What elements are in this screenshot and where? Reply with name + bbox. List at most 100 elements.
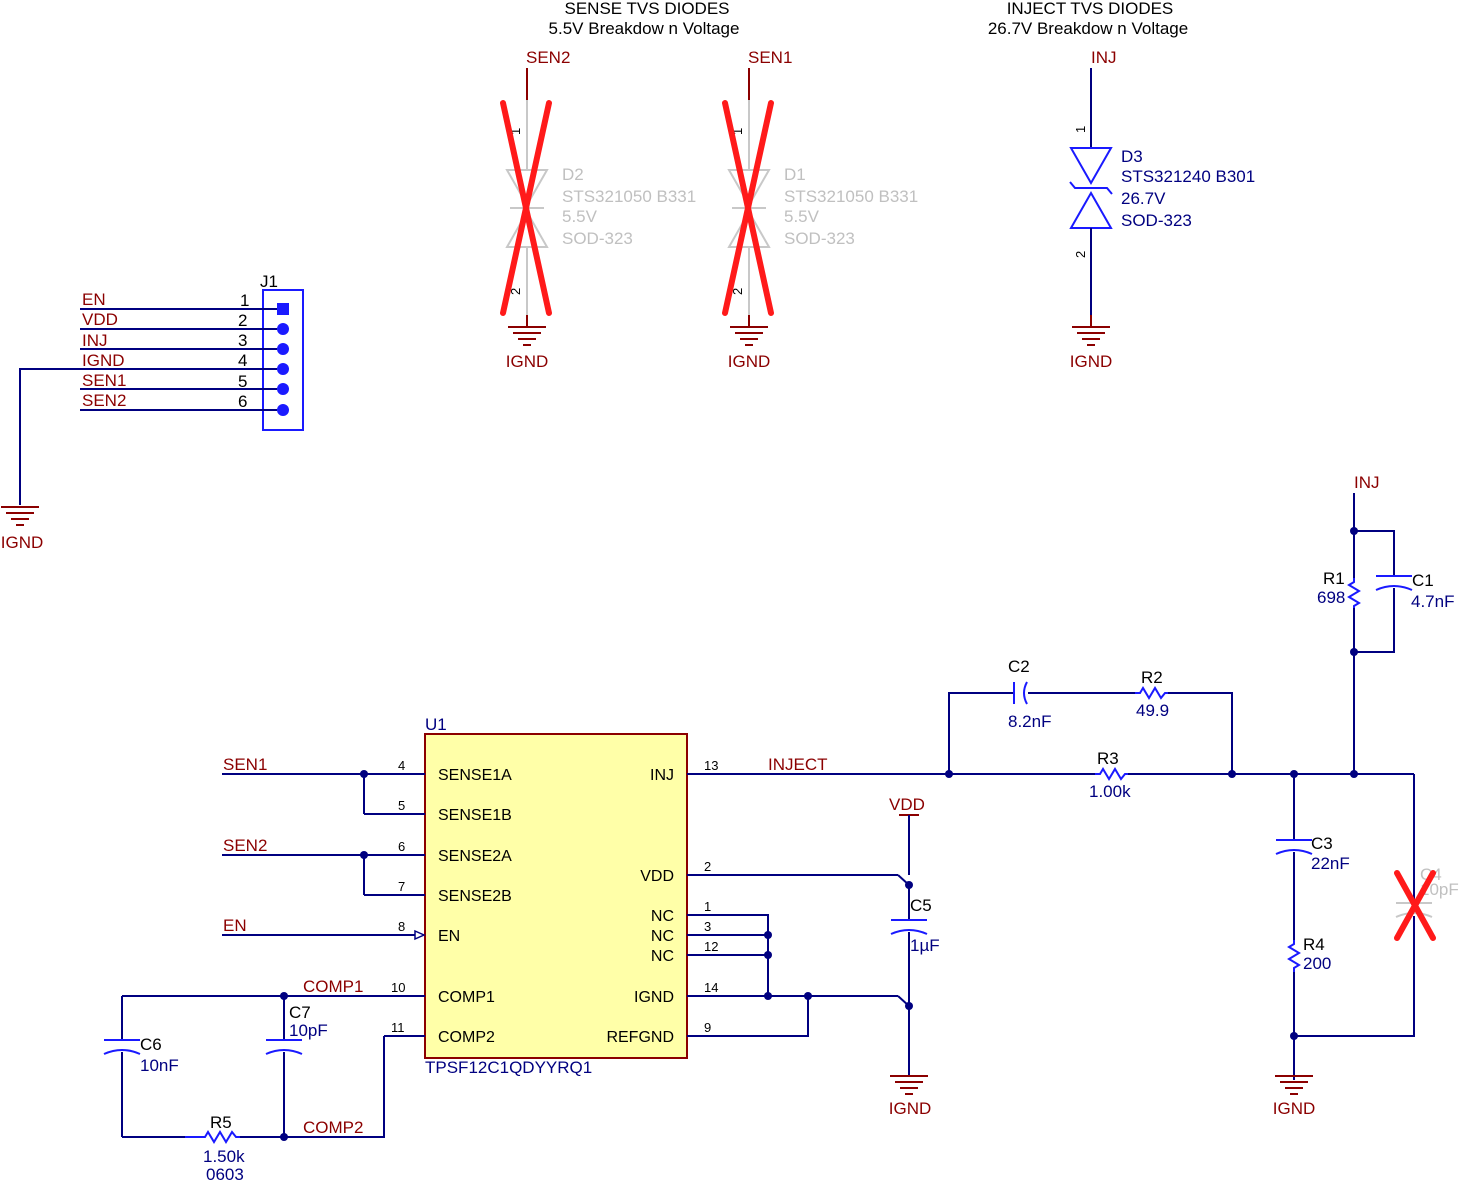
j1-ground-icon — [1, 506, 39, 526]
vdd-net-label: VDD — [889, 795, 925, 814]
comp1-net-label: COMP1 — [303, 977, 363, 996]
diode-d2: SEN2 1 2 D2 STS321050 B331 5.5V SOD-323 … — [500, 48, 696, 371]
c5-value: 1µF — [910, 936, 940, 955]
d3-pin2: 2 — [1073, 251, 1088, 258]
d2-package: SOD-323 — [562, 229, 633, 248]
diode-d3: INJ 1 2 D3 STS321240 B301 26.7V SOD-323 … — [1069, 48, 1255, 371]
c6-ref: C6 — [140, 1035, 162, 1054]
u1-pin-inj: INJ — [650, 767, 674, 784]
inject-net-label: INJECT — [768, 755, 828, 774]
c3-ref: C3 — [1311, 834, 1333, 853]
j1-net-2: VDD — [82, 310, 118, 329]
d1-ref: D1 — [784, 165, 806, 184]
capacitor-c2: C2 8.2nF — [1008, 657, 1051, 731]
u1-pin-sense2a: SENSE2A — [438, 848, 512, 865]
d2-ref: D2 — [562, 165, 584, 184]
u1-pin-nc-1: NC — [651, 908, 674, 925]
diode-d1: SEN1 1 2 D1 STS321050 B331 5.5V SOD-323 … — [722, 48, 918, 371]
u1-pin-sense1b: SENSE1B — [438, 807, 512, 824]
resistor-r1: R1 698 — [1317, 569, 1361, 608]
d1-pin1: 1 — [730, 128, 745, 135]
capacitor-c6: C6 10nF — [103, 1035, 179, 1075]
u1-pin-refgnd: REFGND — [606, 1029, 674, 1046]
sense-tvs-subtitle: 5.5V Breakdow n Voltage — [549, 19, 740, 38]
inject-network: INJECT C2 8.2nF R2 49.9 R3 1.00k I — [728, 473, 1459, 1118]
d1-ground-icon — [730, 315, 768, 346]
nc-gnd-wiring — [728, 914, 910, 1037]
sen1-net-label: SEN1 — [223, 755, 267, 774]
d1-value: 5.5V — [784, 207, 820, 226]
r5-value: 1.50k — [203, 1147, 245, 1166]
u1-pin-num-5: 5 — [398, 798, 405, 813]
capacitor-c1: C1 4.7nF — [1375, 571, 1454, 611]
c2-value: 8.2nF — [1008, 712, 1051, 731]
r4-ignd-label: IGND — [1273, 1099, 1316, 1118]
j1-net-4: IGND — [82, 351, 125, 370]
c5-ref: C5 — [910, 896, 932, 915]
c1-value: 4.7nF — [1411, 592, 1454, 611]
en-net-label: EN — [223, 916, 247, 935]
j1-pin-num-4: 4 — [238, 351, 247, 370]
u1-pin-vdd: VDD — [640, 868, 674, 885]
j1-net-3: INJ — [82, 331, 108, 350]
u1-pin-comp1: COMP1 — [438, 989, 495, 1006]
resistor-r2: R2 49.9 — [1135, 668, 1169, 720]
c7-ref: C7 — [289, 1003, 311, 1022]
u1-left-wiring: SEN1 SEN2 EN COMP1 COMP2 — [121, 755, 385, 1141]
ic-u1: U1 TPSF12C1QDYYRQ1 4 5 6 7 8 10 11 SENSE… — [284, 715, 728, 1077]
u1-pin-num-6: 6 — [398, 839, 405, 854]
j1-pin-num-2: 2 — [238, 311, 247, 330]
u1-pin-en: EN — [438, 928, 460, 945]
c5-ground-icon — [890, 1075, 928, 1095]
u1-pin-num-2: 2 — [704, 859, 711, 874]
u1-pin-num-1: 1 — [704, 899, 711, 914]
c1-ref: C1 — [1412, 571, 1434, 590]
c5-ignd-label: IGND — [889, 1099, 932, 1118]
resistor-r3: R3 1.00k — [1089, 749, 1131, 801]
j1-pin1-square — [277, 303, 289, 315]
r1-value: 698 — [1317, 588, 1345, 607]
d3-value: 26.7V — [1121, 189, 1166, 208]
c3-value: 22nF — [1311, 854, 1350, 873]
u1-pin-sense2b: SENSE2B — [438, 888, 512, 905]
u1-pin-num-14: 14 — [704, 980, 718, 995]
capacitor-c3: C3 22nF — [1275, 834, 1350, 873]
d1-package: SOD-323 — [784, 229, 855, 248]
r2-ref: R2 — [1141, 668, 1163, 687]
r2-value: 49.9 — [1136, 701, 1169, 720]
u1-pin-num-13: 13 — [704, 758, 718, 773]
inject-tvs-subtitle: 26.7V Breakdow n Voltage — [988, 19, 1188, 38]
r1-ref: R1 — [1323, 569, 1345, 588]
inj-net-label: INJ — [1354, 473, 1380, 492]
d3-ignd-label: IGND — [1070, 352, 1113, 371]
j1-pin-num-3: 3 — [238, 331, 247, 350]
capacitor-c7: C7 10pF — [265, 1003, 328, 1055]
u1-pin-num-7: 7 — [398, 879, 405, 894]
u1-pin-num-3: 3 — [704, 919, 711, 934]
j1-pin-num-6: 6 — [238, 392, 247, 411]
capacitor-c5: C5 1µF — [890, 896, 940, 955]
d3-pin1: 1 — [1073, 126, 1088, 133]
d3-ground-icon — [1072, 315, 1110, 346]
d2-pin2: 2 — [508, 288, 523, 295]
d2-net-label: SEN2 — [526, 48, 570, 67]
u1-pin-sense1a: SENSE1A — [438, 767, 512, 784]
r5-package: 0603 — [206, 1165, 244, 1180]
u1-pin-ignd: IGND — [634, 989, 674, 1006]
resistor-r4: R4 200 — [1287, 935, 1331, 973]
u1-pin-num-4: 4 — [398, 758, 405, 773]
c2-ref: C2 — [1008, 657, 1030, 676]
r4-ground-icon — [1275, 1075, 1313, 1095]
sen2-net-label: SEN2 — [223, 836, 267, 855]
d2-ground-icon — [508, 315, 546, 346]
sense-tvs-title: SENSE TVS DIODES — [564, 0, 729, 18]
d3-part: STS321240 B301 — [1121, 167, 1255, 186]
u1-pin-num-11: 11 — [391, 1020, 405, 1035]
j1-ignd-label: IGND — [1, 533, 44, 552]
j1-pin-num-1: 1 — [240, 291, 249, 310]
u1-pin-nc-3: NC — [651, 928, 674, 945]
r3-ref: R3 — [1097, 749, 1119, 768]
d2-part: STS321050 B331 — [562, 187, 696, 206]
d1-net-label: SEN1 — [748, 48, 792, 67]
